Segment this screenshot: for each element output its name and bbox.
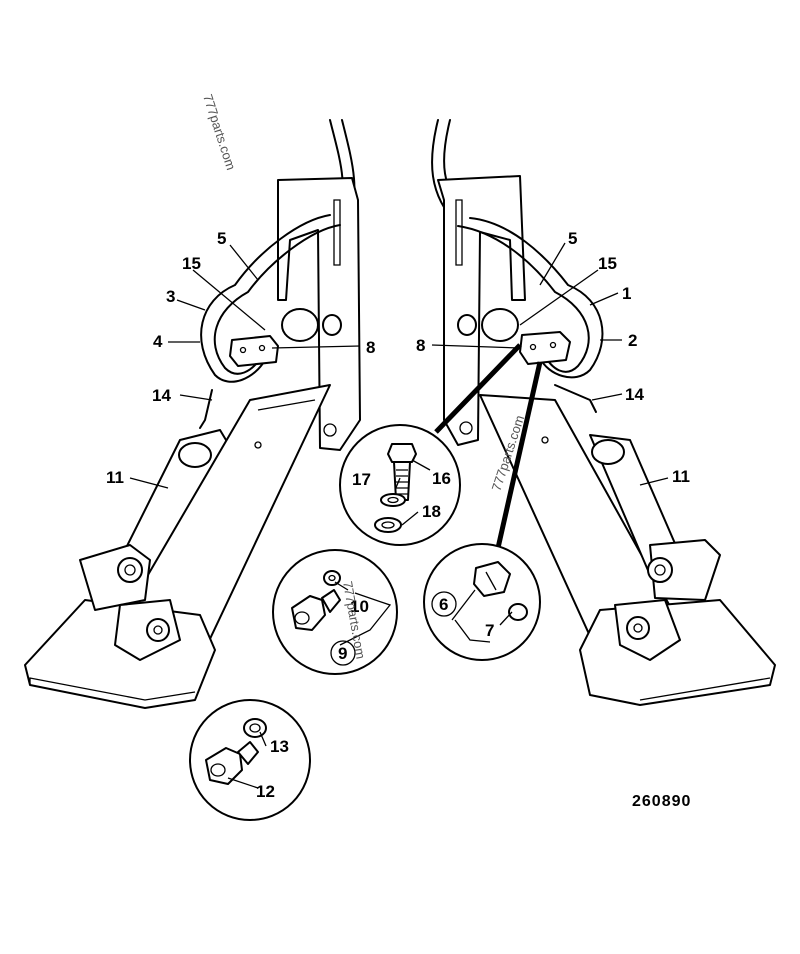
callout-7: 7 [485,621,494,640]
callout-16: 16 [432,469,451,488]
callout-11-right: 11 [672,467,690,486]
reference-number: 260890 [632,793,691,810]
callout-11-left: 11 [106,468,124,487]
callout-17: 17 [352,470,371,489]
left-stabilizer-assembly [24,119,361,709]
detail-union-fitting [423,543,541,661]
callout-5-left: 5 [217,229,226,248]
detail-leader-fitting [495,361,543,549]
callout-1: 1 [622,284,631,303]
watermark-top: 777parts.com [200,92,239,172]
callout-6: 6 [439,595,448,614]
callout-18: 18 [422,502,441,521]
callout-8-right: 8 [416,336,425,355]
callout-2: 2 [628,331,637,350]
detail-bolt-washers [339,424,461,546]
right-stabilizer-assembly [431,119,776,706]
detail-adapter-fitting [272,549,398,675]
callout-5-right: 5 [568,229,577,248]
callout-4: 4 [153,332,163,351]
callout-3: 3 [166,287,175,306]
detail-leader-bolt [434,343,522,434]
detail-elbow-fitting [189,699,311,821]
callout-leaders [129,242,669,789]
callout-13: 13 [270,737,289,756]
callout-9: 9 [338,644,347,663]
callout-8-left: 8 [366,338,375,357]
callout-15-right: 15 [598,254,617,273]
callout-12: 12 [256,782,275,801]
callout-6-ring [431,591,457,617]
callout-14-right: 14 [625,385,644,404]
callout-15-left: 15 [182,254,201,273]
callout-9-ring [330,640,356,666]
callout-14-left: 14 [152,386,171,405]
callout-10: 10 [350,597,369,616]
